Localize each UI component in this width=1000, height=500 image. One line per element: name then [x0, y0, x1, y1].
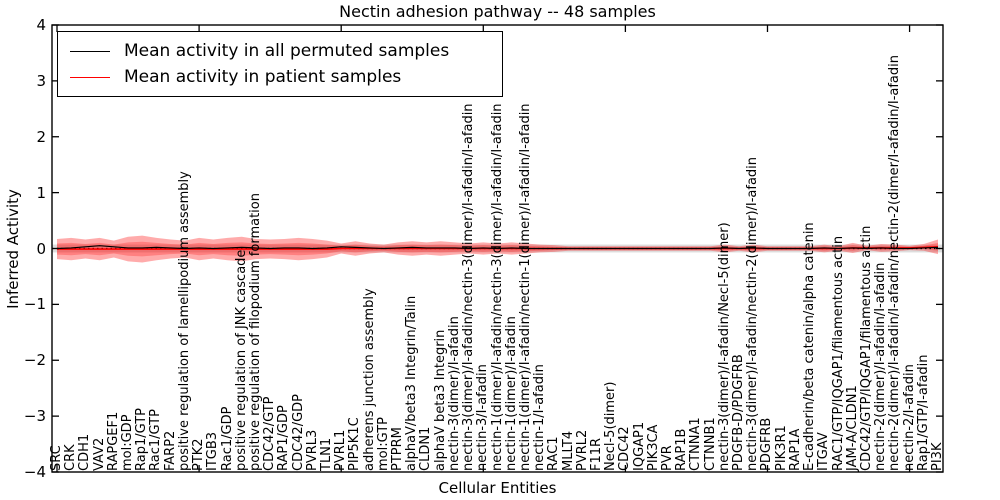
- x-tick-label: nectin-1(dimer)/I-afadin/nectin-1(dimer)…: [517, 103, 533, 471]
- x-tick-label: PDGFB-D/PDGFRB: [731, 354, 747, 471]
- legend-item-permuted: Mean activity in all permuted samples: [68, 38, 502, 64]
- x-tick-label: PTPRM: [390, 427, 406, 471]
- x-tick-label: PVRL2: [574, 429, 590, 471]
- x-tick-label: VAV2: [91, 437, 107, 471]
- legend-label-permuted: Mean activity in all permuted samples: [124, 41, 450, 61]
- legend-line-black: [70, 50, 110, 52]
- x-tick-label: Rac1/GDP: [219, 406, 235, 471]
- x-tick-label: nectin-3(dimer)/I-afadin/Necl-5(dimer): [716, 222, 732, 471]
- x-tick-label: FARP2: [162, 430, 178, 471]
- x-tick-label: TLN1: [318, 437, 334, 471]
- x-tick-label: PI3K: [930, 442, 945, 471]
- y-tick-label: −2: [23, 351, 46, 370]
- x-tick-label: PTK2: [191, 438, 207, 471]
- x-tick-label: adherens junction assembly: [361, 288, 377, 471]
- x-tick-label: PIP5K1C: [347, 417, 363, 471]
- x-tick-label: ITGB3: [205, 431, 221, 471]
- y-tick-label: 1: [36, 183, 46, 202]
- x-tick-label: RAP1/GDP: [276, 405, 292, 471]
- x-tick-label: nectin-3(dimer)/I-afadin/nectin-3(dimer)…: [461, 103, 477, 471]
- x-tick-label: ITGAV: [816, 432, 832, 471]
- legend-line-red: [70, 76, 110, 78]
- x-tick-label: PVR: [660, 445, 676, 471]
- permuted-mean-line: [56, 245, 939, 250]
- y-tick-label: 2: [36, 127, 46, 146]
- x-tick-label: F11R: [588, 437, 604, 471]
- y-tick-label: −3: [23, 407, 46, 426]
- legend-item-patient: Mean activity in patient samples: [68, 64, 502, 90]
- x-tick-label: nectin-3(dimer)/I-afadin: [446, 316, 462, 471]
- y-tick-label: −4: [23, 463, 46, 481]
- x-tick-label: nectin-3/I-afadin: [475, 364, 491, 471]
- x-tick-label: positive regulation of JNK cascade: [233, 249, 249, 471]
- legend-label-patient: Mean activity in patient samples: [124, 67, 402, 87]
- x-tick-label: IQGAP1: [631, 421, 647, 471]
- x-tick-label: CTNNA1: [688, 417, 704, 471]
- x-tick-label: CDC42/GTP/IQGAP1/filamentous actin: [858, 225, 874, 471]
- x-tick-label: JAM-A/CLDN1: [844, 385, 860, 471]
- x-tick-label: Rac1/GTP: [148, 409, 164, 471]
- x-tick-label: CLDN1: [418, 426, 434, 471]
- x-tick-label: RAPGEF1: [105, 411, 121, 471]
- x-tick-label: MLLT4: [560, 430, 576, 471]
- x-tick-label: CDC42: [617, 426, 633, 471]
- x-tick-label: positive regulation of lamellipodium ass…: [176, 171, 192, 471]
- x-tick-label: PIK3R1: [773, 425, 789, 471]
- x-tick-label: CTNNB1: [702, 417, 718, 471]
- chart-title: Nectin adhesion pathway -- 48 samples: [339, 2, 656, 21]
- x-tick-label: E-cadherin/beta catenin/alpha catenin: [802, 222, 818, 471]
- y-tick-label: 4: [36, 16, 46, 34]
- x-tick-label: CDC42/GDP: [290, 393, 306, 471]
- x-tick-label: RAC1/GTP/IQGAP1/filamentous actin: [830, 235, 846, 471]
- x-tick-label: RAP1A: [787, 428, 803, 471]
- x-tick-label: mol:GTP: [375, 417, 391, 471]
- x-tick-label: PVRL3: [304, 429, 320, 471]
- x-axis-label: Cellular Entities: [438, 479, 557, 497]
- x-tick-label: positive regulation of filopodium format…: [247, 193, 263, 471]
- x-tick-label: PIK3CA: [645, 424, 661, 471]
- x-tick-label: RAC1: [546, 436, 562, 471]
- y-tick-label: 3: [36, 71, 46, 90]
- y-axis-label: Inferred Activity: [4, 189, 22, 309]
- x-tick-label: PDGFRB: [759, 417, 775, 471]
- x-tick-label: nectin-2(dimer)/I-afadin/I-afadin/nectin…: [887, 55, 903, 471]
- x-tick-label: alphaV beta3 Integrin: [432, 329, 448, 471]
- x-tick-label: CDH1: [77, 433, 93, 471]
- x-tick-label: mol:GDP: [120, 414, 136, 471]
- x-tick-label: SRC: [49, 445, 64, 471]
- x-tick-label: nectin-1(dimer)/I-afadin: [503, 316, 519, 471]
- legend: Mean activity in all permuted samples Me…: [57, 31, 503, 97]
- y-tick-label: −1: [23, 295, 46, 314]
- x-tick-label: nectin-1(dimer)/I-afadin/nectin-3(dimer)…: [489, 103, 505, 471]
- x-tick-label: nectin-2/I-afadin: [901, 364, 917, 471]
- x-tick-label: Rap1/GTP/I-afadin: [915, 354, 931, 471]
- y-tick-label: 0: [36, 239, 46, 258]
